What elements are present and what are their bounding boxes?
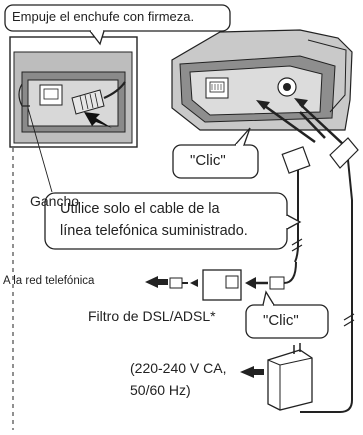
supplied-cable-text-line2: línea telefónica suministrado.: [60, 223, 248, 239]
power-jack: [277, 77, 297, 97]
push-plug-text: Empuje el enchufe con firmeza.: [12, 9, 195, 24]
hook-leader-line: [27, 107, 53, 193]
phone-cord-plug: [281, 146, 311, 263]
power-spec-line1: (220-240 V CA,: [130, 360, 227, 376]
push-plug-bubble: [4, 4, 231, 46]
insert-arrows: [256, 98, 346, 147]
power-spec-line2: 50/60 Hz): [130, 382, 191, 398]
telephone-jack: [205, 77, 229, 99]
cable-break-mark: [291, 238, 303, 252]
click-bubble-top: [172, 127, 259, 179]
click-bubble-filter: [245, 290, 329, 339]
click-text-top: "Clic": [190, 152, 226, 169]
power-cord-plug: [300, 137, 359, 413]
dsl-filter-assembly: [145, 261, 297, 301]
supplied-cable-bubble: [44, 192, 302, 250]
click-text-filter: "Clic": [263, 312, 299, 329]
dsl-filter-label: Filtro de DSL/ADSL*: [88, 308, 216, 324]
phone-network-label: A la red telefónica: [3, 275, 95, 287]
ac-adaptor: [240, 343, 313, 411]
base-unit: [171, 29, 353, 131]
hook-label: Gancho: [30, 193, 80, 209]
inset-view: [9, 36, 138, 148]
supplied-cable-text-line1: Utilice solo el cable de la: [60, 201, 220, 217]
